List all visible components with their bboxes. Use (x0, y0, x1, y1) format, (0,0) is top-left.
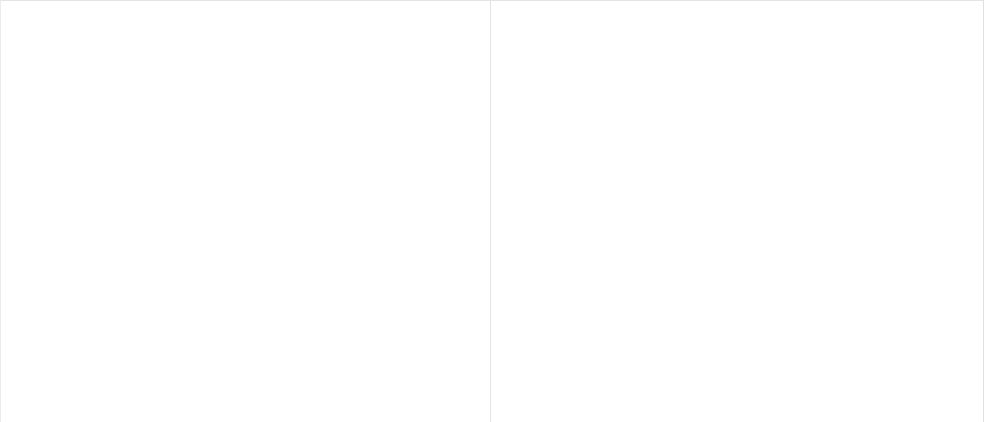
column-parent[interactable] (1, 1, 491, 422)
column-child[interactable] (491, 1, 983, 422)
